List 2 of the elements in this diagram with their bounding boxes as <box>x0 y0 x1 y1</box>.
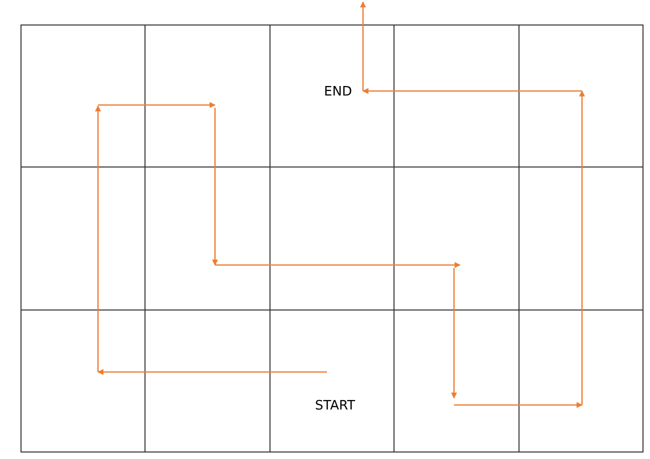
cell-label: END <box>324 84 352 100</box>
cell-label: START <box>314 398 356 414</box>
